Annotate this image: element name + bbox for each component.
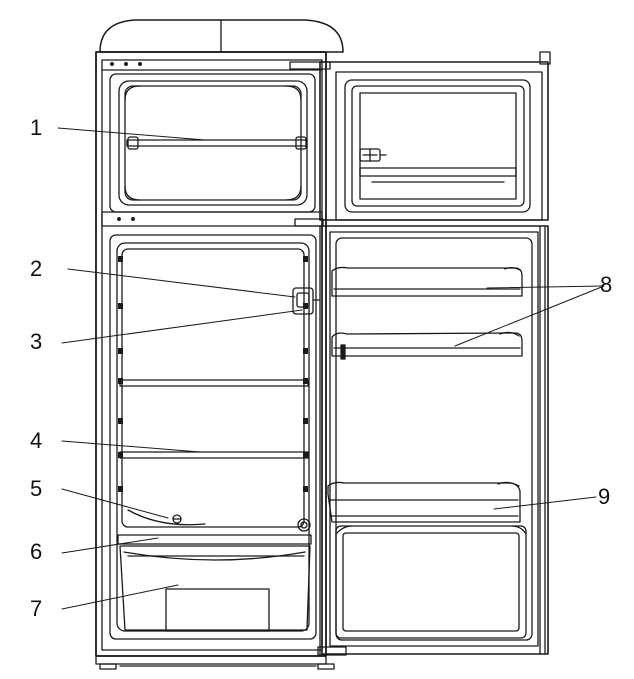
door-bottom-bin (335, 525, 527, 639)
callout-1: 1 (30, 115, 43, 140)
fridge-compartment (109, 234, 321, 640)
drain-outlet (127, 509, 311, 532)
shelf-supports (118, 256, 308, 492)
callout-3: 3 (30, 329, 43, 354)
freezer-compartment (109, 73, 316, 213)
fridge-door (319, 225, 549, 655)
door-hinges (289, 61, 347, 656)
cabinet-outer (95, 51, 327, 657)
callout-4: 4 (30, 428, 43, 453)
callout-6: 6 (30, 539, 43, 564)
freezer-door (319, 51, 551, 221)
door-shelf-middle (331, 331, 523, 357)
cabinet-base (95, 655, 335, 670)
crisper-drawer (119, 545, 311, 632)
freezer-shelf (126, 139, 308, 147)
glass-shelf-upper (119, 379, 309, 387)
door-shelf-top (331, 266, 523, 297)
freezer-door-shelf (359, 167, 517, 177)
compartment-divider (101, 211, 323, 227)
freezer-door-latch (359, 148, 387, 162)
top-cap (99, 19, 344, 53)
crisper-cover (117, 534, 312, 545)
callout-9: 9 (598, 484, 611, 509)
callout-8: 8 (600, 272, 613, 297)
callout-5: 5 (30, 476, 43, 501)
thermostat-box (292, 287, 321, 315)
callout-2: 2 (30, 256, 43, 281)
glass-shelf-lower (119, 451, 309, 459)
callout-7: 7 (30, 596, 43, 621)
door-shelf-bottom (327, 481, 521, 523)
leader-lines (57, 127, 605, 610)
